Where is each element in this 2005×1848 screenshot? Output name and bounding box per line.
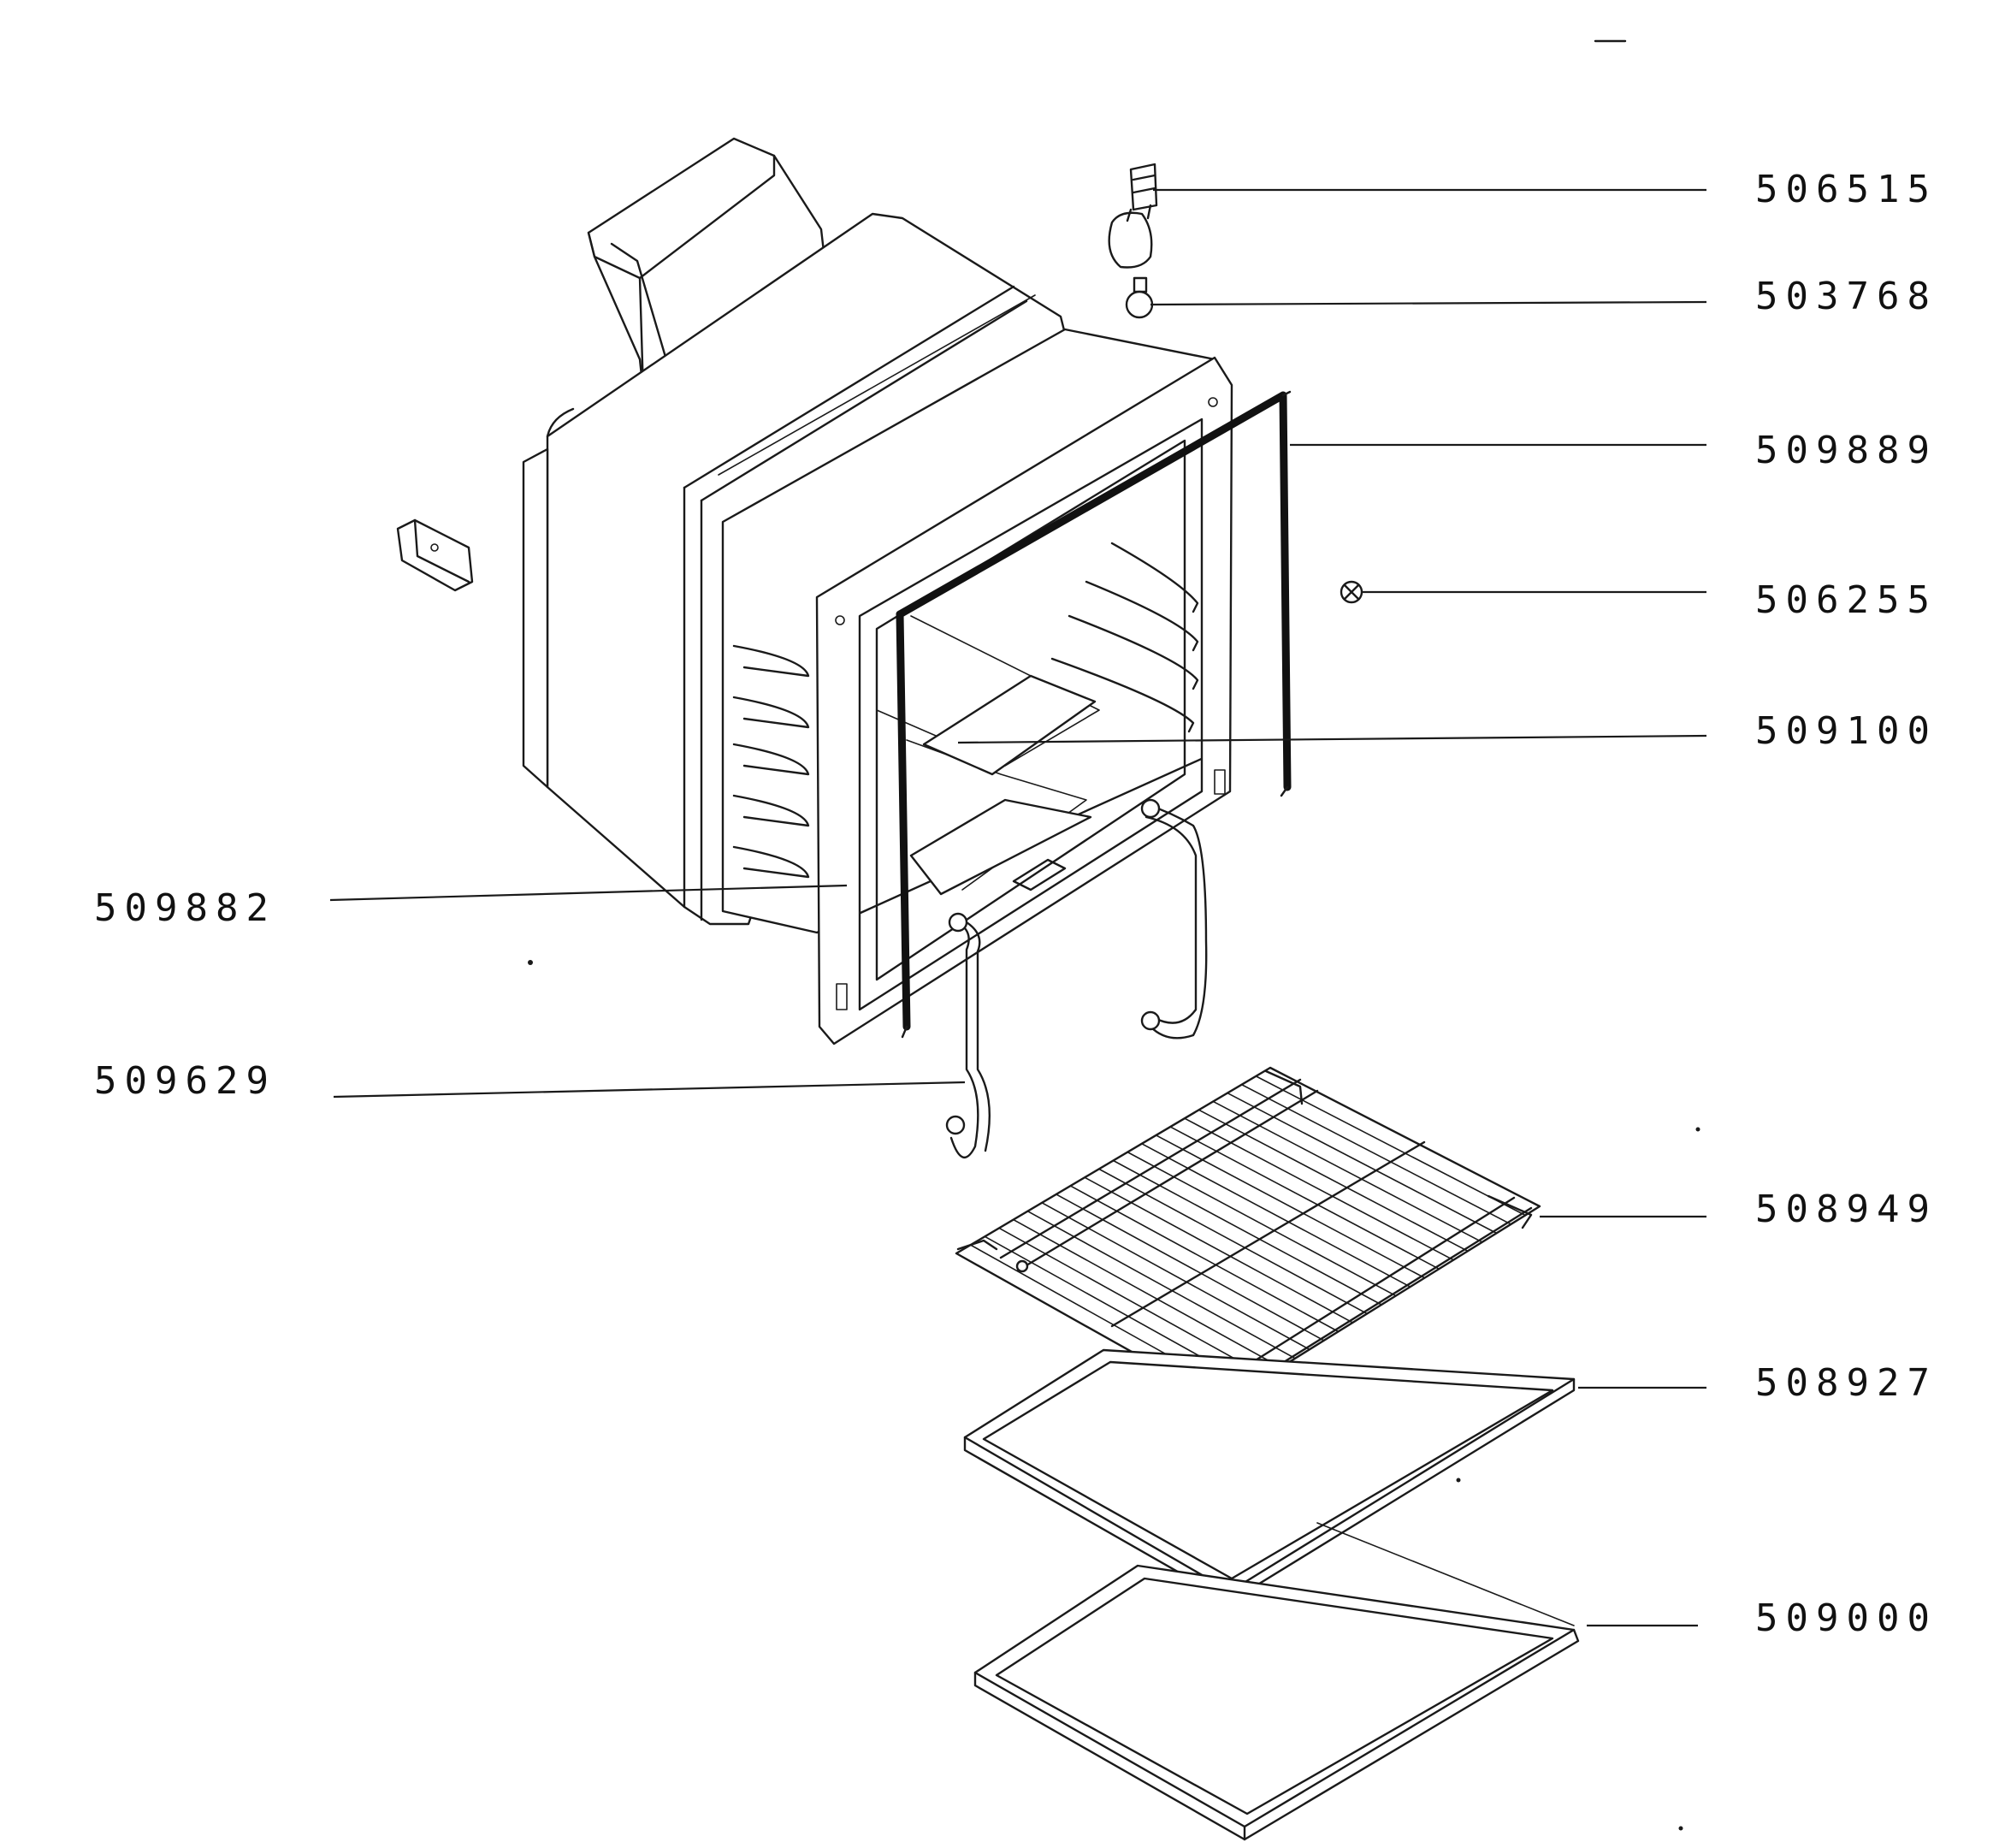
leader-509100: [957, 734, 1707, 744]
wire-rack-bar: [1184, 1117, 1454, 1261]
wire-rack-bar: [1012, 1218, 1282, 1368]
lamp-bulb: [1125, 276, 1154, 319]
drip-tray: [973, 1522, 1580, 1841]
wire-rack-bar: [1098, 1168, 1368, 1315]
wire-rack-bar: [1026, 1210, 1296, 1359]
wire-rack-bar: [1055, 1194, 1325, 1342]
callout-509000: 509000: [1755, 1596, 1937, 1640]
right-shelf-runners: [1050, 542, 1199, 733]
leader-509882: [329, 884, 848, 902]
callout-508927: 508927: [1755, 1361, 1937, 1405]
front-frame: [815, 356, 1233, 1045]
lamp-holder: [1108, 163, 1158, 269]
wire-rack-bar: [1069, 1185, 1340, 1333]
wire-rack-bar: [1155, 1134, 1426, 1279]
wire-rack-bar: [998, 1227, 1268, 1377]
wire-rack-bar: [1198, 1109, 1469, 1253]
callout-509889: 509889: [1755, 429, 1937, 472]
callout-503768: 503768: [1755, 275, 1937, 318]
wire-rack-bar: [1112, 1159, 1382, 1306]
side-bracket: [396, 518, 474, 592]
baking-tray: [963, 1348, 1576, 1603]
clip: [1340, 580, 1363, 604]
wire-rack-bar: [1041, 1202, 1310, 1351]
wire-rack-bar: [1169, 1126, 1440, 1270]
wire-rack-bars: [969, 1075, 1526, 1395]
wire-rack-bar: [1084, 1176, 1354, 1324]
callout-506515: 506515: [1755, 168, 1937, 211]
wire-rack-bar: [1212, 1100, 1483, 1243]
leader-509629: [333, 1081, 966, 1099]
door-gasket: [896, 390, 1292, 1039]
leader-lines: [329, 188, 1707, 1627]
wire-rack-bar: [1127, 1151, 1397, 1297]
wire-rack-bar: [1240, 1083, 1512, 1225]
leader-503768: [1150, 300, 1707, 306]
cavity-shelf: [909, 674, 1097, 896]
callout-506255: 506255: [1755, 578, 1937, 622]
callout-509882: 509882: [94, 886, 276, 930]
wire-rack-bar: [1141, 1142, 1411, 1288]
shelf-support-rods: [945, 798, 1208, 1158]
wire-rack-bar: [1227, 1092, 1498, 1235]
callout-509100: 509100: [1755, 709, 1937, 753]
left-shelf-runners: [732, 644, 810, 879]
callout-509629: 509629: [94, 1059, 276, 1103]
scan-marks: [528, 39, 1700, 1831]
callout-508949: 508949: [1755, 1188, 1937, 1231]
wire-rack-bar: [1255, 1075, 1526, 1217]
wire-rack: [955, 1066, 1541, 1405]
